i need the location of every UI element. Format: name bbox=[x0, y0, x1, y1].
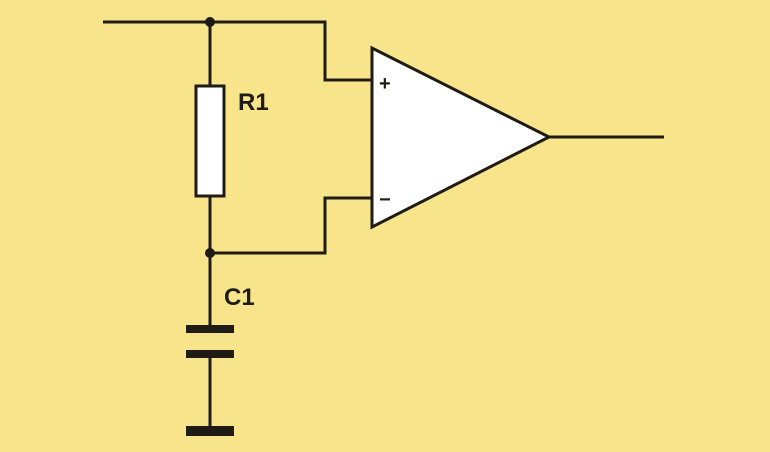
capacitor-label: C1 bbox=[224, 284, 255, 311]
capacitor-plate-bottom bbox=[186, 350, 234, 358]
capacitor-plate-top bbox=[186, 325, 234, 333]
inverting-input-sign: − bbox=[379, 189, 391, 211]
opamp-triangle bbox=[370, 45, 553, 230]
non-inverting-input-sign: + bbox=[379, 73, 391, 95]
wires bbox=[103, 20, 664, 428]
ground-symbol bbox=[186, 426, 234, 436]
input-wire bbox=[103, 20, 372, 82]
resistor-label: R1 bbox=[238, 89, 269, 116]
feedback-wire bbox=[210, 196, 372, 255]
junction-node-top bbox=[205, 17, 215, 27]
junction-node-middle bbox=[205, 248, 215, 258]
resistor-r1 bbox=[194, 84, 226, 198]
